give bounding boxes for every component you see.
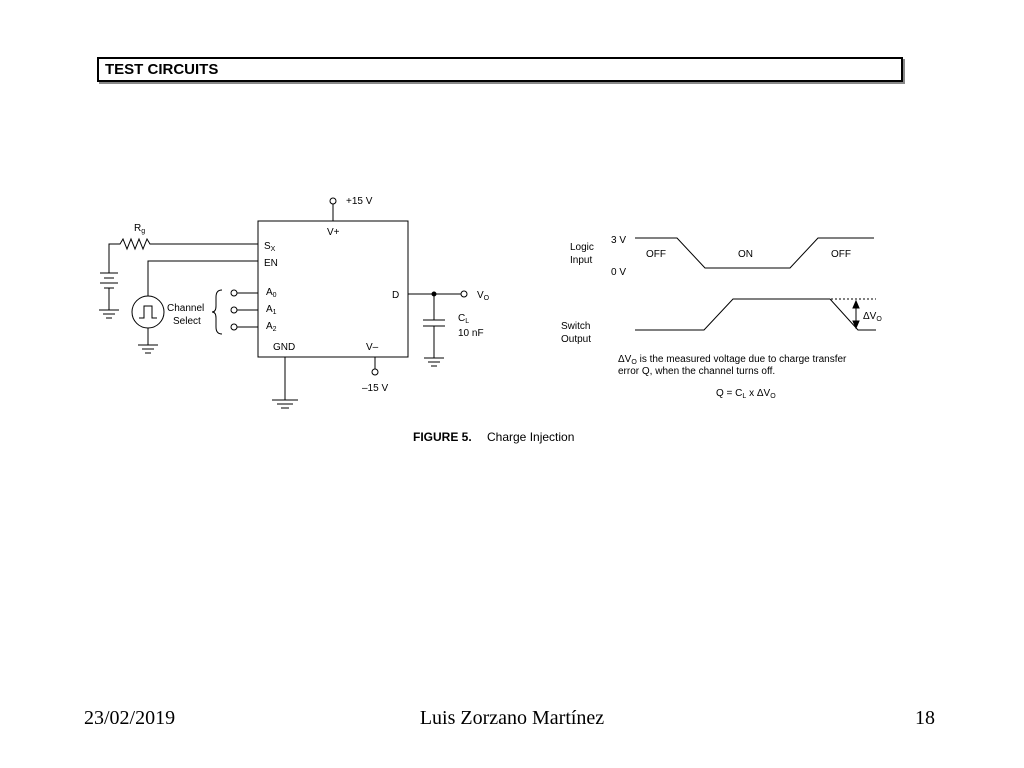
address-input-a0 bbox=[230, 289, 258, 297]
source-resistor-rg bbox=[108, 237, 258, 273]
enable-wire bbox=[147, 260, 258, 296]
channel-select-label-line2: Select bbox=[173, 316, 201, 327]
cl-label: CL bbox=[458, 313, 469, 325]
figure-title: Charge Injection bbox=[487, 430, 574, 444]
logic-input-waveform bbox=[635, 237, 874, 269]
drain-output-wire bbox=[408, 290, 468, 298]
positive-supply-terminal bbox=[329, 197, 337, 221]
figure-number: FIGURE 5. bbox=[413, 430, 472, 444]
address-input-a2 bbox=[230, 323, 258, 331]
pin-vminus-label: V– bbox=[366, 342, 379, 353]
pin-vplus-label: V+ bbox=[327, 227, 340, 238]
delta-vo-label: ΔVO bbox=[863, 311, 882, 323]
switch-output-label-line1: Switch bbox=[561, 321, 590, 332]
load-capacitor-cl bbox=[423, 294, 445, 367]
pin-a2-label: A2 bbox=[266, 321, 277, 333]
pulse-generator-symbol bbox=[131, 295, 165, 354]
state-off-1-label: OFF bbox=[646, 249, 666, 260]
pin-d-label: D bbox=[392, 290, 399, 301]
logic-input-label-line2: Input bbox=[570, 255, 592, 266]
pin-a1-label: A1 bbox=[266, 304, 277, 316]
rg-label: Rg bbox=[134, 223, 145, 235]
charge-equation: Q = CL x ΔVO bbox=[716, 388, 776, 400]
state-off-2-label: OFF bbox=[831, 249, 851, 260]
switch-output-waveform bbox=[635, 298, 876, 331]
footer-date: 23/02/2019 bbox=[84, 707, 176, 729]
battery-symbol bbox=[99, 272, 119, 319]
pin-sx-label: SX bbox=[264, 241, 276, 253]
footer-author: Luis Zorzano Martínez bbox=[419, 707, 605, 729]
state-on-label: ON bbox=[738, 249, 753, 260]
pin-a0-label: A0 bbox=[266, 287, 277, 299]
section-header: TEST CIRCUITS bbox=[97, 57, 903, 82]
pin-gnd-label: GND bbox=[273, 342, 295, 353]
charge-transfer-note-line2: error Q, when the channel turns off. bbox=[618, 366, 775, 377]
address-input-a1 bbox=[230, 306, 258, 314]
delta-vo-dimension bbox=[831, 298, 876, 330]
section-header-text: TEST CIRCUITS bbox=[105, 61, 219, 78]
switch-ic-body bbox=[257, 220, 409, 358]
negative-supply-label: –15 V bbox=[362, 383, 388, 394]
pin-en-label: EN bbox=[264, 258, 278, 269]
level-low-label: 0 V bbox=[611, 267, 626, 278]
charge-transfer-note-line1: ΔVO is the measured voltage due to charg… bbox=[618, 354, 847, 366]
logic-input-label-line1: Logic bbox=[570, 242, 594, 253]
chip-ground-symbol bbox=[272, 357, 298, 409]
level-high-label: 3 V bbox=[611, 235, 626, 246]
channel-select-label-line1: Channel bbox=[167, 303, 204, 314]
channel-select-brace bbox=[211, 289, 223, 335]
footer-page-number: 18 bbox=[915, 707, 935, 729]
positive-supply-label: +15 V bbox=[346, 196, 373, 207]
cl-value-label: 10 nF bbox=[458, 328, 484, 339]
vo-label: VO bbox=[477, 290, 490, 302]
negative-supply-terminal bbox=[371, 357, 379, 376]
switch-output-label-line2: Output bbox=[561, 334, 591, 345]
